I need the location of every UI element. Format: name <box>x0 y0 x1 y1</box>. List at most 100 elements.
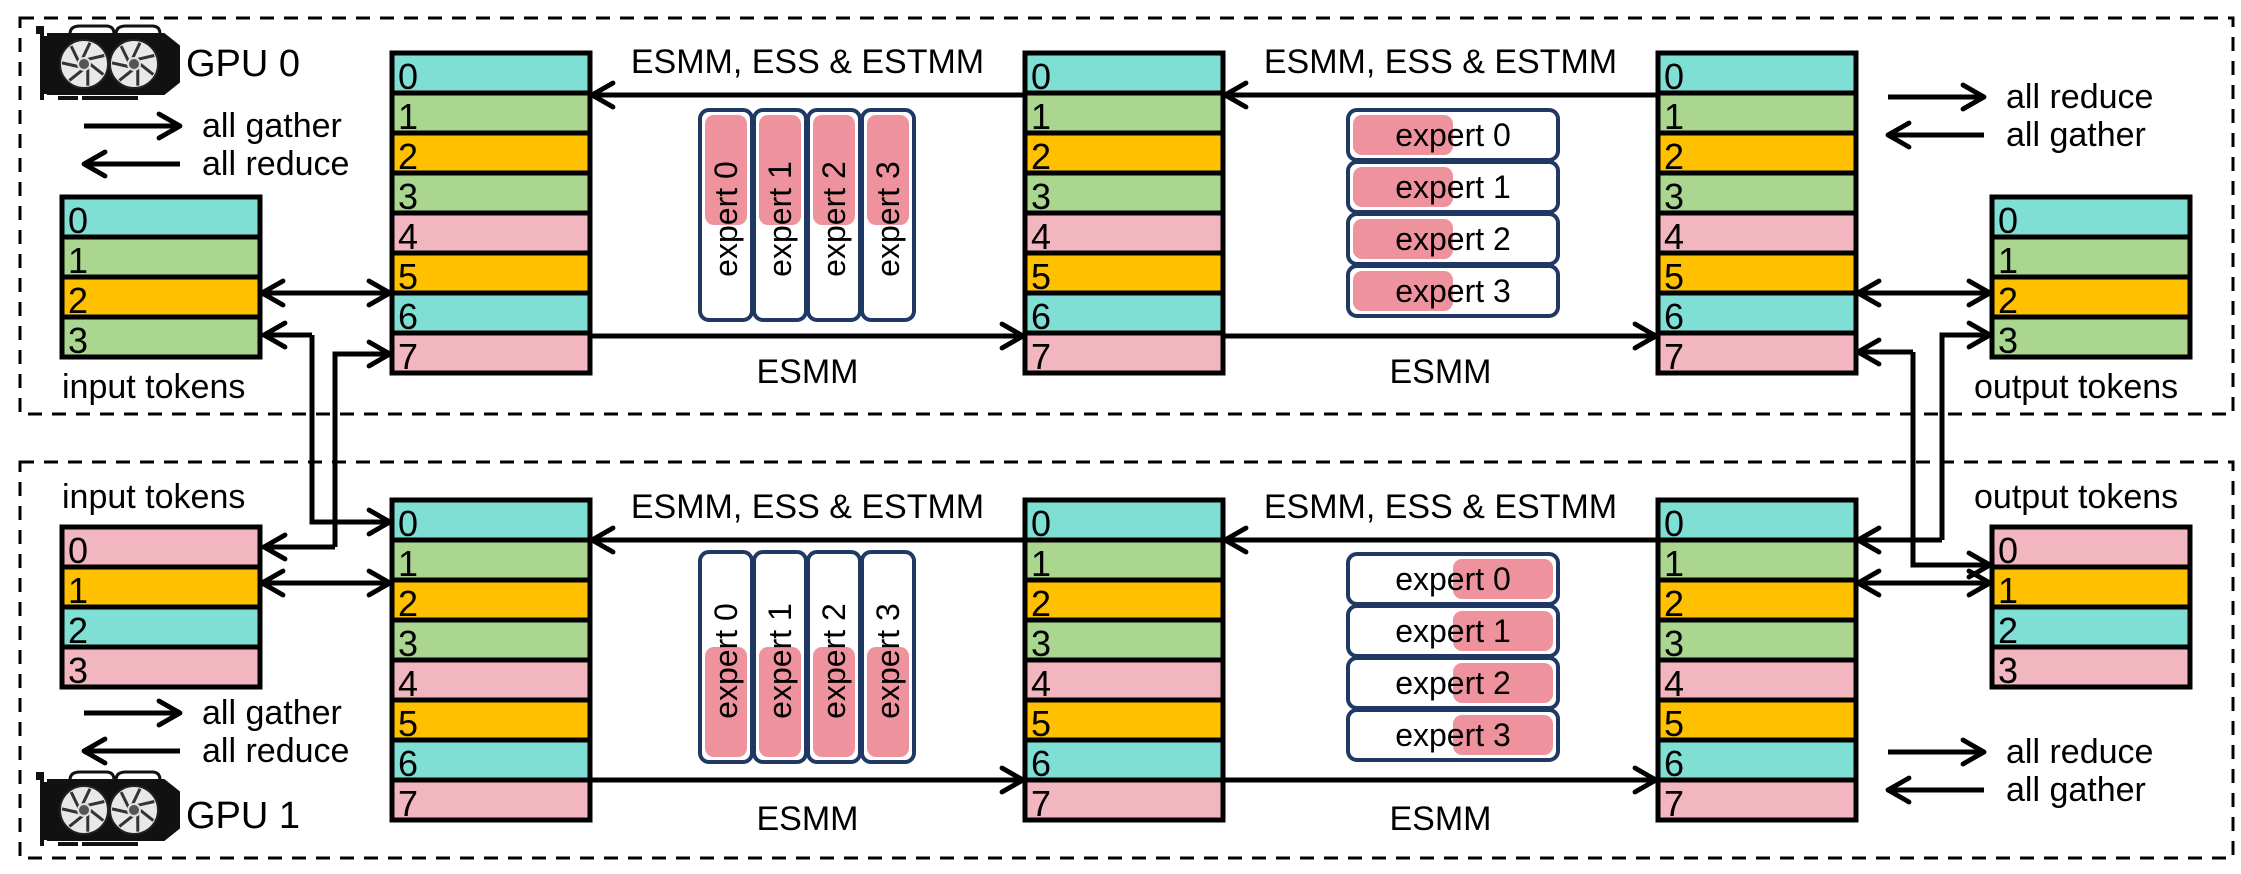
expert-box: expert 3 <box>860 108 916 322</box>
expert-box: expert 0 <box>698 108 754 322</box>
token-index: 6 <box>1031 296 1051 337</box>
expert-box: expert 3 <box>1346 708 1560 762</box>
token-index: 7 <box>1664 783 1684 824</box>
expert-label: expert 2 <box>816 603 852 719</box>
token-index: 0 <box>68 530 88 571</box>
token-index: 7 <box>1031 783 1051 824</box>
expert-box: expert 1 <box>752 108 808 322</box>
token-index: 2 <box>1664 136 1684 177</box>
token-index: 5 <box>1664 256 1684 297</box>
backward-op-label: ESMM, ESS & ESTMM <box>631 488 984 526</box>
link-gpu1-stage0-to-gpu0-output3 <box>1939 320 1993 540</box>
token-index: 7 <box>398 336 418 377</box>
token-index: 3 <box>68 650 88 691</box>
token-index: 0 <box>1031 56 1051 97</box>
token-index: 5 <box>1031 703 1051 744</box>
gpu0-frame <box>18 16 2235 416</box>
expert-label: expert 1 <box>762 161 798 277</box>
token-row <box>1655 290 1859 336</box>
token-index: 3 <box>398 176 418 217</box>
token-row <box>1655 577 1859 623</box>
token-row <box>1655 210 1859 256</box>
token-index: 7 <box>1664 336 1684 377</box>
expert-box: expert 1 <box>1346 604 1560 658</box>
token-row <box>1022 50 1226 96</box>
expert-label: expert 0 <box>708 161 744 277</box>
expert-label: expert 2 <box>1395 221 1511 257</box>
token-row <box>1989 564 2193 610</box>
token-row <box>389 777 593 823</box>
expert-box: expert 2 <box>1346 656 1560 710</box>
expert-box: expert 3 <box>860 550 916 764</box>
legend-label: all reduce <box>202 145 349 183</box>
token-index: 1 <box>398 543 418 584</box>
token-index: 0 <box>1664 503 1684 544</box>
token-row <box>1022 697 1226 743</box>
expert-box: expert 0 <box>1346 552 1560 606</box>
link-gpu1-input0-to-gpu0-stage7 <box>332 339 393 547</box>
token-row <box>1989 194 2193 240</box>
cross-gpu-links <box>261 320 1993 580</box>
expert-highlight <box>1453 559 1553 599</box>
token-index: 1 <box>68 240 88 281</box>
output-tokens-label: output tokens <box>1974 478 2178 516</box>
token-index: 6 <box>1664 296 1684 337</box>
token-row <box>1022 210 1226 256</box>
expert-highlight <box>1453 611 1553 651</box>
token-index: 2 <box>398 583 418 624</box>
gpu-card-icon <box>36 24 180 100</box>
gpu1-frame <box>18 460 2235 860</box>
token-row <box>59 644 263 690</box>
token-row <box>389 170 593 216</box>
expert-label: expert 0 <box>1395 117 1511 153</box>
legend-label: all reduce <box>2006 733 2153 771</box>
token-row <box>1022 497 1226 543</box>
token-index: 7 <box>1031 336 1051 377</box>
token-index: 1 <box>1664 543 1684 584</box>
token-index: 2 <box>1998 280 2018 321</box>
token-row <box>1989 234 2193 280</box>
expert-box: expert 1 <box>752 550 808 764</box>
token-index: 3 <box>1664 623 1684 664</box>
token-row <box>389 50 593 96</box>
token-row <box>1989 314 2193 360</box>
link-gpu0-stage7-to-gpu1-output0 <box>1910 352 1993 580</box>
token-row <box>1989 604 2193 650</box>
token-index: 2 <box>1664 583 1684 624</box>
token-index: 3 <box>1031 176 1051 217</box>
expert-box: expert 0 <box>698 550 754 764</box>
token-row <box>1989 274 2193 320</box>
legend-label: all reduce <box>202 732 349 770</box>
token-row <box>1989 644 2193 690</box>
link-gpu0-input3-to-gpu1-stage0 <box>309 335 393 537</box>
token-row <box>1655 170 1859 216</box>
expert-box: expert 1 <box>1346 160 1560 214</box>
token-row <box>389 90 593 136</box>
forward-op-label: ESMM <box>1390 353 1492 391</box>
output-tokens-label: output tokens <box>1974 368 2178 406</box>
input-tokens-label: input tokens <box>62 478 245 516</box>
forward-op-label: ESMM <box>1390 800 1492 838</box>
legend-label: all gather <box>2006 116 2146 154</box>
token-index: 2 <box>1031 583 1051 624</box>
token-row <box>389 537 593 583</box>
backward-op-label: ESMM, ESS & ESTMM <box>1264 488 1617 526</box>
expert-label: expert 3 <box>870 603 906 719</box>
token-index: 0 <box>398 56 418 97</box>
token-row <box>1655 737 1859 783</box>
token-row <box>389 210 593 256</box>
token-row <box>389 657 593 703</box>
expert-label: expert 1 <box>762 603 798 719</box>
token-row <box>59 194 263 240</box>
token-index: 6 <box>398 296 418 337</box>
token-index: 5 <box>1664 703 1684 744</box>
token-index: 2 <box>68 610 88 651</box>
expert-label: expert 1 <box>1395 613 1511 649</box>
